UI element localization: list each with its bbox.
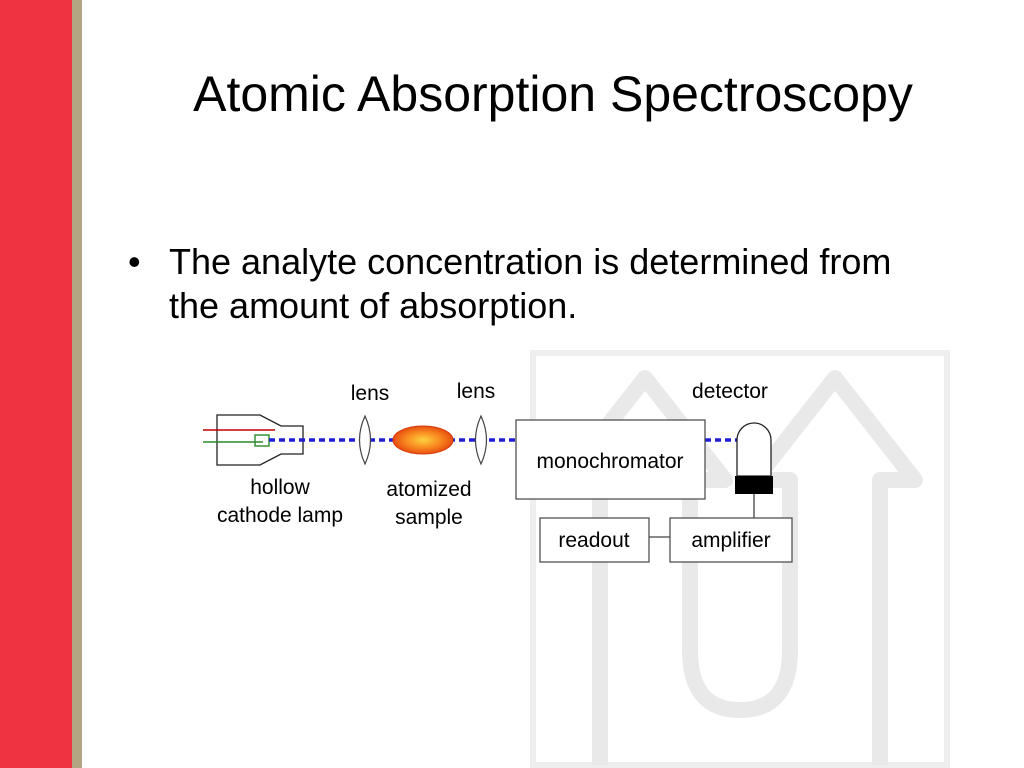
amplifier-box — [669, 517, 793, 563]
detector-label: detector — [692, 380, 768, 403]
lens-left-label: lens — [351, 382, 390, 405]
left-tan-stripe — [72, 0, 82, 768]
amplifier-label: amplifier — [691, 529, 770, 552]
aas-instrument-diagram: lens lens detector hollow cathode lamp a… — [203, 380, 793, 563]
atomized-sample-flame — [392, 425, 454, 455]
left-lens — [358, 414, 372, 466]
monochromator-label: monochromator — [536, 450, 683, 473]
hollow-cathode-lamp — [203, 414, 304, 466]
sample-label-line2: sample — [395, 506, 463, 529]
slide-title: Atomic Absorption Spectroscopy — [193, 66, 913, 122]
bullet-item: • The analyte concentration is determine… — [128, 240, 948, 328]
monochromator-box — [515, 419, 706, 500]
readout-label: readout — [558, 529, 629, 552]
university-logo-watermark — [530, 350, 950, 768]
lamp-label-line2: cathode lamp — [217, 504, 343, 527]
detector-tube — [735, 422, 773, 519]
lamp-label-line1: hollow — [250, 476, 310, 499]
readout-box — [539, 517, 650, 563]
sample-label-line1: atomized — [386, 478, 471, 501]
left-accent-bar — [0, 0, 72, 768]
bullet-text: The analyte concentration is determined … — [169, 241, 892, 326]
bullet-marker: • — [128, 241, 141, 282]
lens-right-label: lens — [457, 380, 496, 403]
right-lens — [474, 414, 488, 466]
